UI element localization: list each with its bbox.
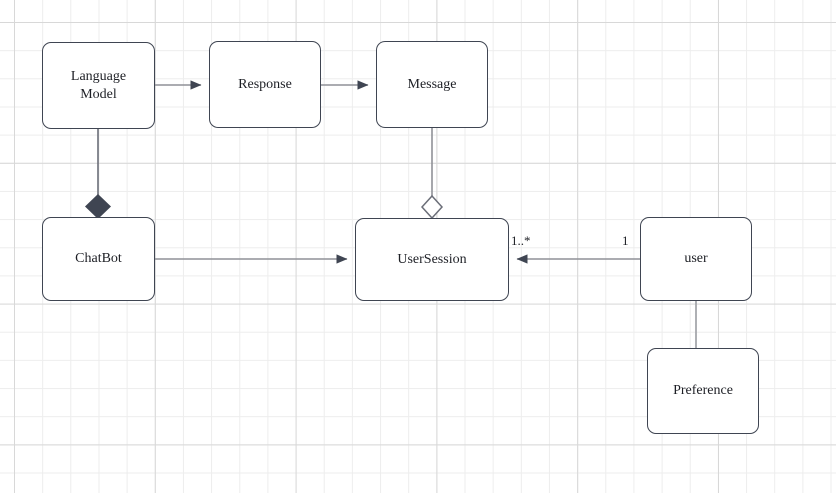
filled-diamond-marker [84,194,112,219]
node-message[interactable]: Message [376,41,488,128]
node-chatbot[interactable]: ChatBot [42,217,155,301]
multiplicity-label-user: 1 [622,233,629,248]
node-response-label: Response [238,76,292,92]
node-usersession[interactable]: UserSession [355,218,509,301]
node-language-model[interactable]: Language Model [42,42,155,129]
hollow-diamond-marker [420,194,444,220]
edge-language-model-to-chatbot [84,129,112,219]
node-preference[interactable]: Preference [647,348,759,434]
node-response[interactable]: Response [209,41,321,128]
edge-message-to-usersession [420,128,444,220]
node-user[interactable]: user [640,217,752,301]
node-language-model-label: Language Model [71,68,126,103]
node-user-label: user [684,251,708,267]
node-chatbot-label: ChatBot [75,251,122,267]
node-usersession-label: UserSession [397,251,467,267]
node-label-line1: Language [70,69,127,84]
node-preference-label: Preference [673,383,733,399]
multiplicity-label-usersession: 1..* [511,233,531,248]
node-label-line2: Model [80,86,117,102]
node-message-label: Message [407,76,457,92]
